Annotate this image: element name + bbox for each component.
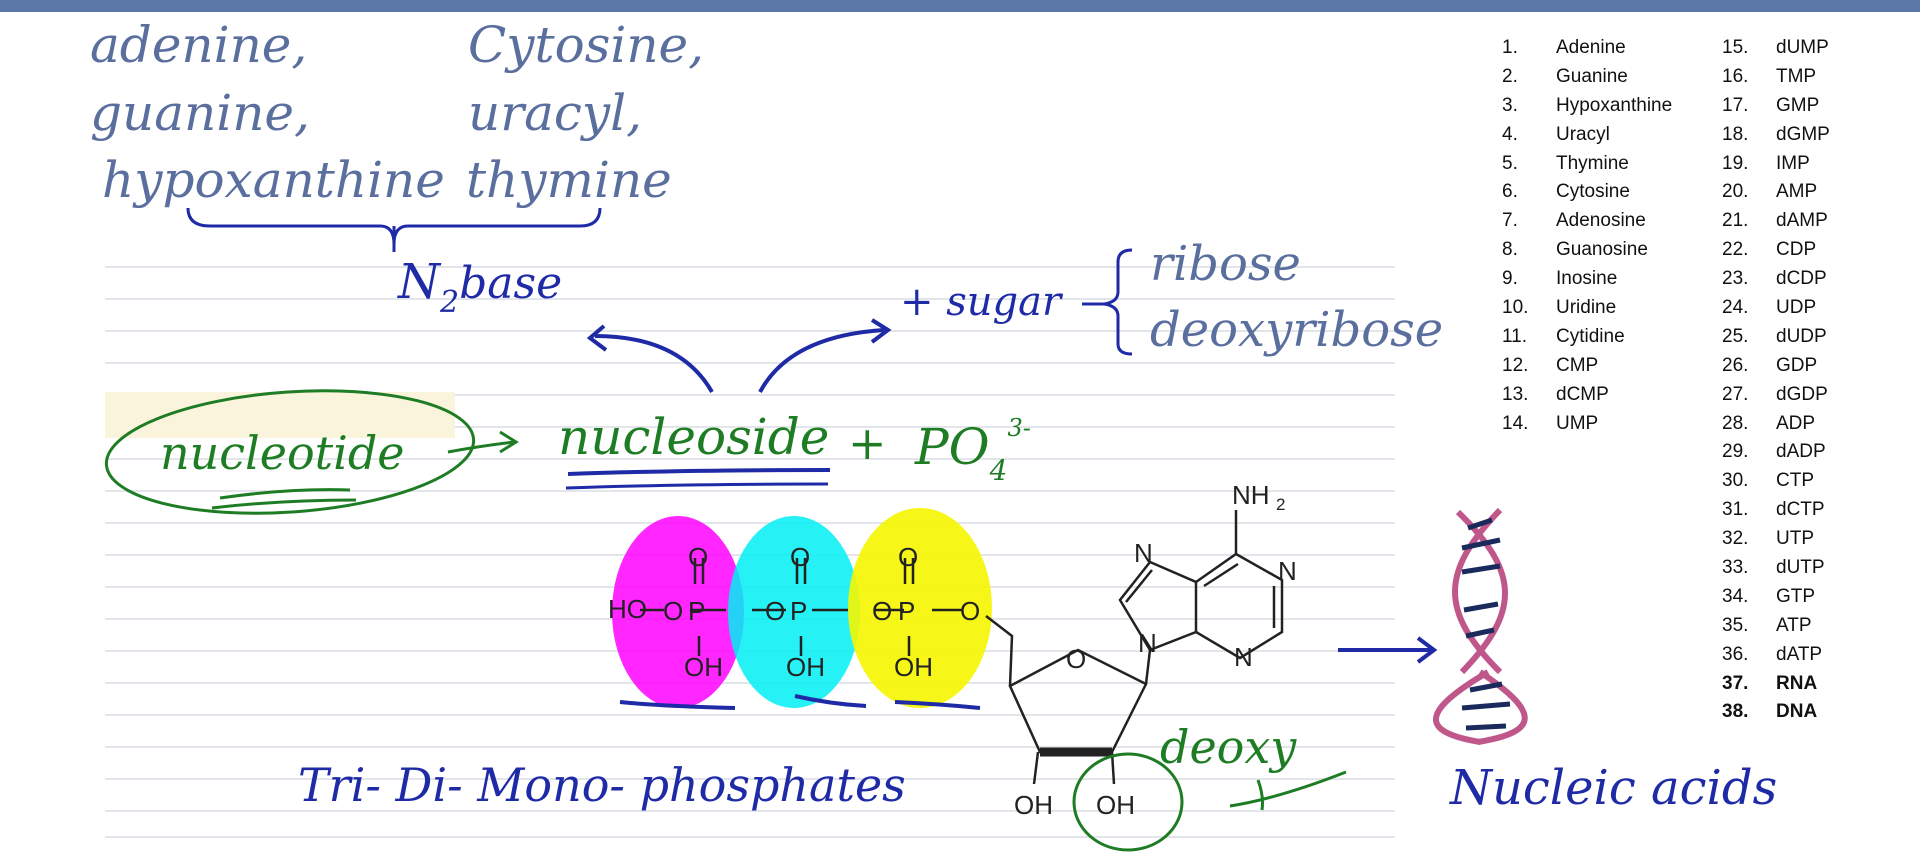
svg-text:OH: OH: [786, 652, 825, 682]
svg-text:O: O: [790, 542, 810, 572]
pyrimidines-thymine: thymine: [466, 151, 672, 209]
sugar-ribose: ribose: [1150, 236, 1301, 292]
sugar-label: + sugar: [900, 279, 1062, 325]
nucleotide-circle: [104, 389, 476, 515]
list-item: 22.CDP: [1722, 239, 1817, 261]
svg-text:OH: OH: [1096, 790, 1135, 820]
svg-text:O: O: [960, 596, 980, 626]
list-item: 32.UTP: [1722, 528, 1814, 550]
purines-adenine: adenine,: [90, 16, 308, 74]
list-item-rna: 37.RNA: [1722, 672, 1818, 694]
atp-structure: [640, 510, 1284, 785]
list-item: 11.Cytidine: [1502, 325, 1625, 347]
svg-text:O: O: [872, 596, 892, 626]
list-item: 17.GMP: [1722, 94, 1820, 116]
list-item: 33.dUTP: [1722, 557, 1825, 579]
list-item: 21.dAMP: [1722, 210, 1828, 232]
arrow-to-sugar: [758, 328, 885, 393]
svg-text:2: 2: [1276, 495, 1285, 514]
sugar-deoxyribose: deoxyribose: [1150, 302, 1444, 358]
list-item: 7.Adenosine: [1502, 210, 1646, 232]
purines-guanine: guanine,: [90, 84, 310, 142]
list-item: 15.dUMP: [1722, 37, 1829, 58]
arrow-to-base: [594, 334, 714, 393]
list-item: 3.Hypoxanthine: [1502, 94, 1673, 116]
list-item: 20.AMP: [1722, 181, 1818, 203]
list-item: 23.dCDP: [1722, 268, 1827, 290]
list-item: 27.dGDP: [1722, 383, 1828, 405]
list-item: 4.Uracyl: [1502, 123, 1610, 145]
list-item: 31.dCTP: [1722, 499, 1825, 521]
list-item: 12.CMP: [1502, 354, 1599, 376]
atp-labels: HO P O P O P O O O O O OH OH OH O OH OH …: [608, 480, 1297, 820]
phosphate-label: PO43-: [915, 414, 1031, 487]
svg-text:P: P: [688, 596, 705, 626]
phosphate-highlight-2: [728, 516, 860, 708]
list-item: 29.dADP: [1722, 441, 1826, 463]
header-bar: [0, 0, 1920, 12]
list-item: 36.dATP: [1722, 643, 1823, 665]
list-item: 18.dGMP: [1722, 123, 1830, 145]
sugar-brace: [1103, 248, 1133, 356]
nucleotide-list-col1: 1.Adenine 2.Guanine 3.Hypoxanthine 4.Ura…: [1502, 34, 1672, 438]
list-item: 10.Uridine: [1502, 297, 1617, 319]
phosphate-highlight-3: [848, 508, 992, 708]
svg-text:O: O: [1066, 644, 1086, 674]
svg-text:OH: OH: [684, 652, 723, 682]
phosphates-caption: Tri- Di- Mono- phosphates: [298, 758, 906, 812]
pyrimidines-cytosine: Cytosine,: [468, 16, 705, 74]
list-item: 24.UDP: [1722, 297, 1817, 319]
svg-text:N: N: [1234, 642, 1253, 672]
list-item: 8.Guanosine: [1502, 239, 1648, 261]
list-item: 2.Guanine: [1502, 65, 1628, 87]
phosphate-highlight-1: [612, 516, 744, 708]
nucleoside-label: nucleoside: [558, 408, 830, 466]
svg-text:NH: NH: [1232, 480, 1270, 510]
deoxy-circle: [1072, 752, 1184, 852]
nucleic-acids-label: Nucleic acids: [1450, 760, 1778, 816]
list-item: 30.CTP: [1722, 470, 1814, 492]
list-item: 28.ADP: [1722, 412, 1816, 434]
svg-text:P: P: [898, 596, 915, 626]
nucleotide-list-col2: 15.dUMP 16.TMP 17.GMP 18.dGMP 19.IMP 20.…: [1722, 34, 1830, 727]
list-item: 14.UMP: [1502, 412, 1599, 434]
list-item: 9.Inosine: [1502, 268, 1618, 290]
list-item: 1.Adenine: [1502, 37, 1626, 58]
nucleotide-arrow: [447, 440, 515, 454]
svg-text:N: N: [1134, 538, 1153, 568]
plus-label: +: [848, 416, 887, 470]
list-item: 35.ATP: [1722, 614, 1812, 636]
svg-text:O: O: [898, 542, 918, 572]
n2base-label: N2base: [398, 254, 563, 320]
list-item: 6.Cytosine: [1502, 181, 1630, 203]
nucleotide-label: nucleotide: [160, 426, 405, 480]
purines-hypoxanthine: hypoxanthine: [102, 151, 445, 209]
svg-text:OH: OH: [894, 652, 933, 682]
list-item: 34.GTP: [1722, 585, 1816, 607]
svg-text:P: P: [790, 596, 807, 626]
pyrimidines-uracyl: uracyl,: [468, 84, 643, 142]
svg-text:N: N: [1138, 628, 1157, 658]
svg-text:O: O: [663, 596, 683, 626]
list-item: 26.GDP: [1722, 354, 1818, 376]
svg-text:OH: OH: [1014, 790, 1053, 820]
dna-helix-icon: [1433, 507, 1528, 745]
list-item: 5.Thymine: [1502, 152, 1629, 174]
svg-text:O: O: [765, 596, 785, 626]
svg-text:HO: HO: [608, 594, 647, 624]
svg-text:N: N: [1278, 556, 1297, 586]
list-item: 25.dUDP: [1722, 325, 1827, 347]
list-item-dna: 38.DNA: [1722, 701, 1818, 723]
svg-text:O: O: [688, 542, 708, 572]
deoxy-label: deoxy: [1160, 720, 1297, 774]
list-item: 19.IMP: [1722, 152, 1810, 174]
list-item: 16.TMP: [1722, 65, 1817, 87]
list-item: 13.dCMP: [1502, 383, 1609, 405]
